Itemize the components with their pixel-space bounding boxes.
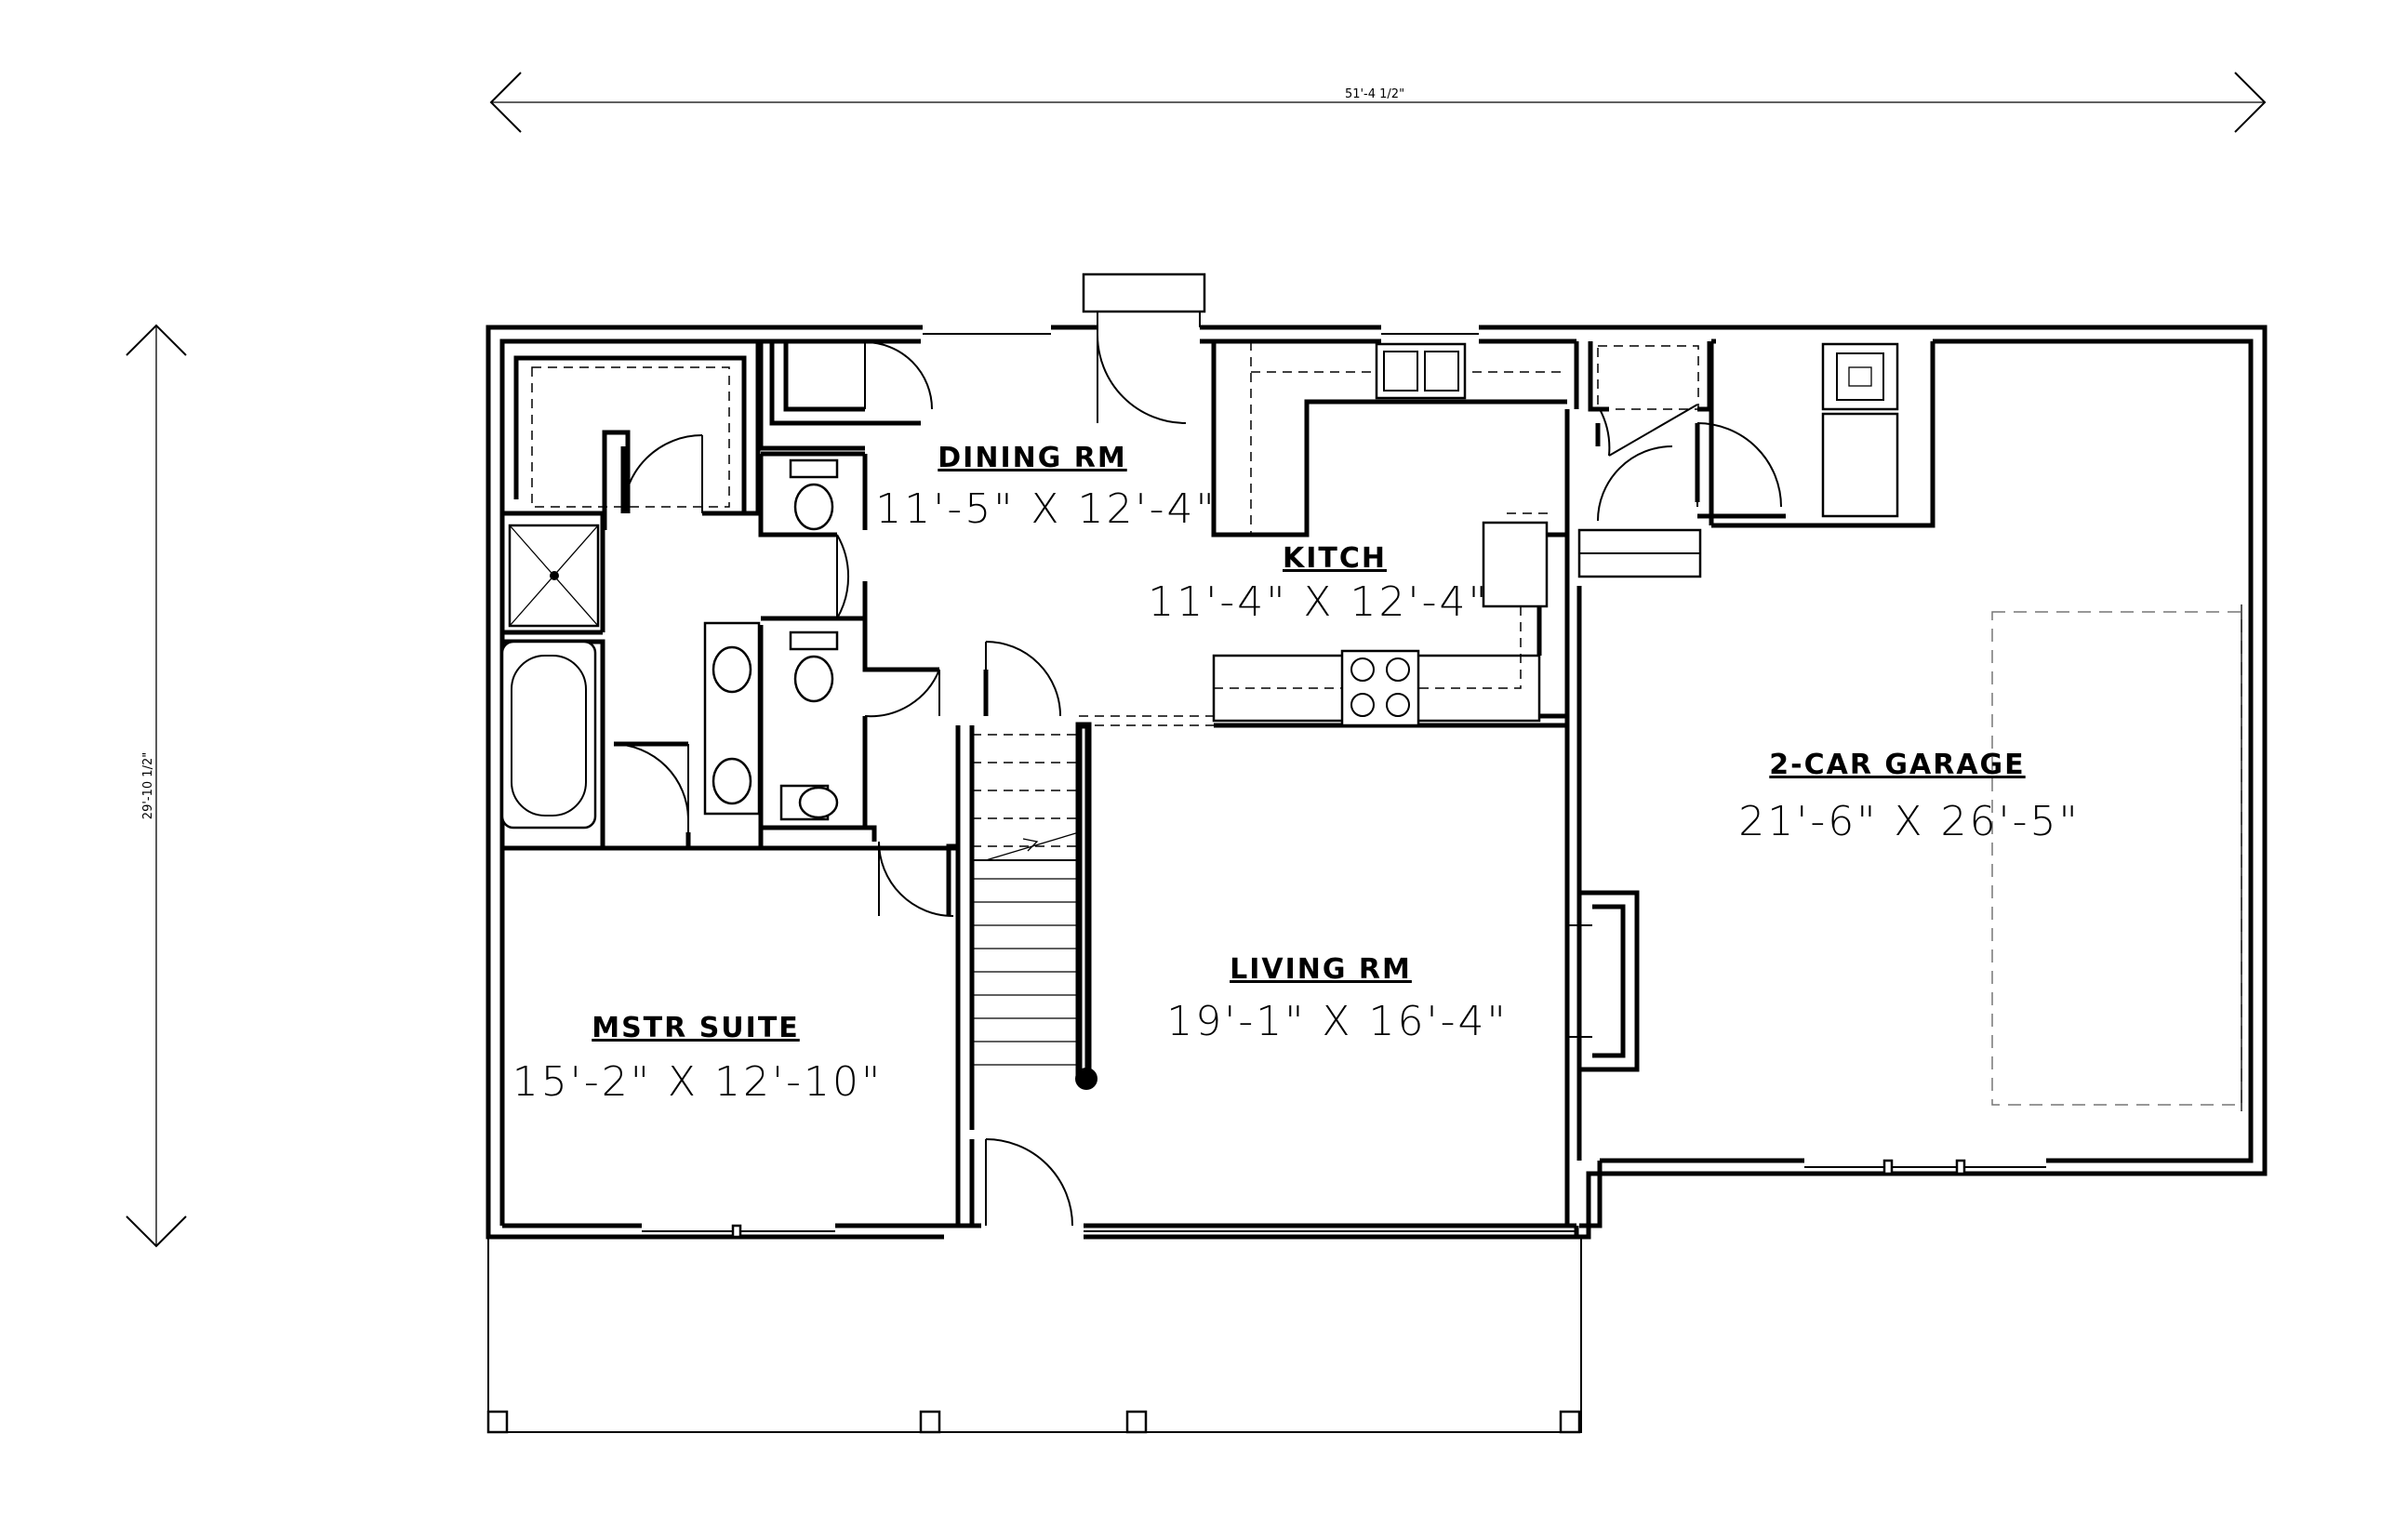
living-room-name: LIVING RM [1230, 953, 1412, 986]
staircase [972, 715, 1214, 1090]
room-labels: DINING RM 11'-5" X 12'-4" KITCH 11'-4" X… [512, 442, 2081, 1106]
front-porch [486, 1237, 1582, 1434]
stair-upper-dashed [972, 715, 1214, 847]
master-suite-size: 15'-2" X 12'-10" [512, 1058, 884, 1106]
kitchen-fixtures [1211, 341, 1567, 727]
stair-treads [972, 878, 1079, 1066]
depth-dimension: 29'-10 1/2" [126, 324, 187, 1248]
depth-dimension-label: 29'-10 1/2" [141, 752, 155, 819]
width-dimension-label: 51'-4 1/2" [1345, 87, 1404, 101]
master-suite-name: MSTR SUITE [592, 1012, 800, 1044]
dining-room-size: 11'-5" X 12'-4" [875, 485, 1217, 533]
master-bath-fixtures [500, 366, 839, 830]
garage-door-outline [1991, 604, 2242, 1111]
width-dimension: 51'-4 1/2" [489, 72, 2267, 133]
doors [613, 341, 1782, 1227]
living-room-size: 19'-1" X 16'-4" [1166, 998, 1509, 1045]
garage-size: 21'-6" X 26'-5" [1738, 798, 2081, 845]
chimney [1082, 272, 1206, 424]
dining-room-name: DINING RM [938, 442, 1126, 474]
laundry-fixtures [1597, 342, 1899, 518]
kitchen-name: KITCH [1283, 542, 1387, 575]
kitchen-size: 11'-4" X 12'-4" [1148, 578, 1490, 626]
exterior-walls [486, 325, 2268, 1240]
garage-name: 2-CAR GARAGE [1769, 749, 2025, 781]
